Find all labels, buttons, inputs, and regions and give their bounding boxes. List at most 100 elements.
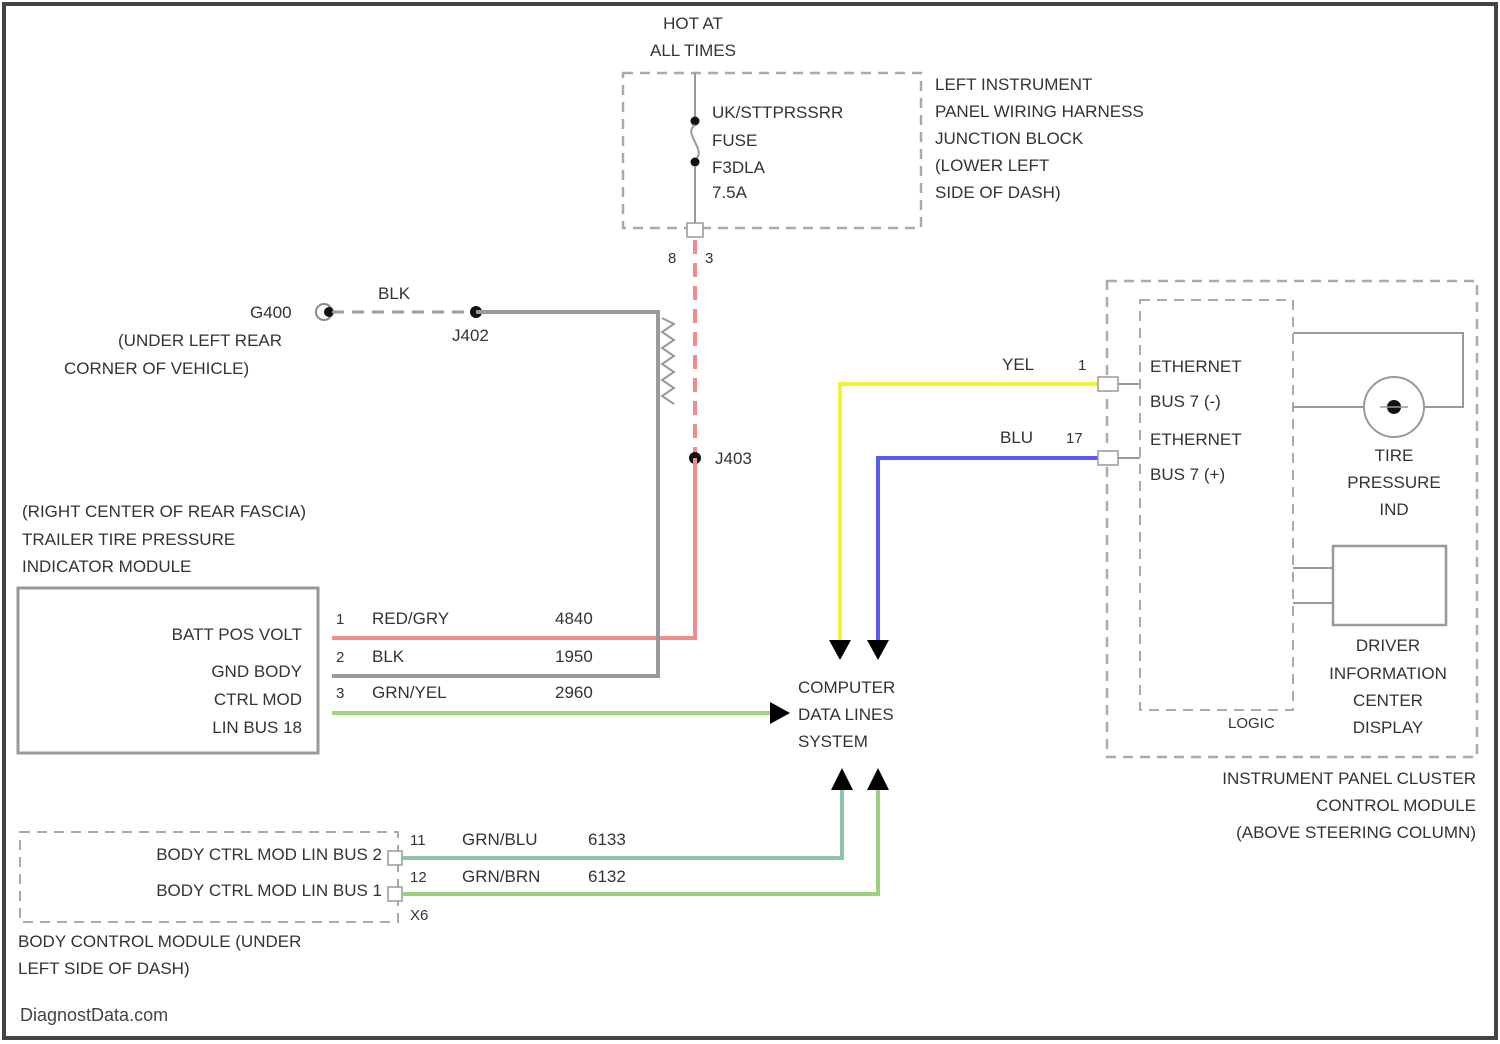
svg-text:BODY CONTROL MODULE (UNDER: BODY CONTROL MODULE (UNDER bbox=[18, 932, 301, 951]
svg-text:CTRL MOD: CTRL MOD bbox=[214, 690, 302, 709]
svg-text:1950: 1950 bbox=[555, 647, 593, 666]
svg-text:SIDE OF DASH): SIDE OF DASH) bbox=[935, 183, 1061, 202]
svg-text:ETHERNET: ETHERNET bbox=[1150, 357, 1242, 376]
svg-text:3: 3 bbox=[336, 685, 344, 702]
svg-text:2: 2 bbox=[336, 649, 344, 666]
svg-text:BUS 7 (+): BUS 7 (+) bbox=[1150, 465, 1225, 484]
arrow-yel bbox=[829, 640, 851, 660]
trailer-pin-numbers: 1 2 3 bbox=[336, 611, 344, 702]
svg-text:LIN BUS 18: LIN BUS 18 bbox=[212, 718, 302, 737]
svg-text:HOT AT: HOT AT bbox=[663, 14, 723, 33]
svg-text:INSTRUMENT PANEL CLUSTER: INSTRUMENT PANEL CLUSTER bbox=[1222, 769, 1476, 788]
svg-text:(UNDER LEFT REAR: (UNDER LEFT REAR bbox=[118, 331, 282, 350]
svg-text:(LOWER LEFT: (LOWER LEFT bbox=[935, 156, 1049, 175]
dic-label: DRIVER INFORMATION CENTER DISPLAY bbox=[1329, 636, 1447, 737]
wire-yel-color: YEL bbox=[1002, 355, 1034, 374]
bcm-connector-pin-11 bbox=[388, 851, 402, 865]
svg-text:GRN/YEL: GRN/YEL bbox=[372, 683, 447, 702]
wire-blu bbox=[878, 458, 1098, 640]
svg-text:4840: 4840 bbox=[555, 609, 593, 628]
bcm-connector-id: X6 bbox=[410, 907, 428, 924]
hot-at-all-times-label: HOT AT ALL TIMES bbox=[650, 14, 736, 60]
svg-text:CORNER OF VEHICLE): CORNER OF VEHICLE) bbox=[64, 359, 249, 378]
svg-text:7.5A: 7.5A bbox=[712, 183, 748, 202]
trailer-module-label: (RIGHT CENTER OF REAR FASCIA) TRAILER TI… bbox=[22, 502, 306, 576]
wire-grn-blu-color: GRN/BLU bbox=[462, 830, 538, 849]
wire-grn-brn-color: GRN/BRN bbox=[462, 867, 540, 886]
bcm-pin-11: 11 bbox=[410, 832, 426, 849]
fuse-label: UK/STTPRSSRR FUSE F3DLA 7.5A bbox=[712, 103, 843, 202]
svg-text:DRIVER: DRIVER bbox=[1356, 636, 1420, 655]
splice-j402-label: J402 bbox=[452, 326, 489, 345]
junction-connector bbox=[687, 223, 703, 237]
svg-text:BODY CTRL MOD LIN BUS 1: BODY CTRL MOD LIN BUS 1 bbox=[156, 881, 382, 900]
arrow-blu bbox=[867, 640, 889, 660]
ground-label: G400 bbox=[250, 303, 292, 322]
arrow-grn-blu bbox=[831, 768, 853, 790]
svg-text:F3DLA: F3DLA bbox=[712, 158, 766, 177]
svg-text:(ABOVE STEERING COLUMN): (ABOVE STEERING COLUMN) bbox=[1236, 823, 1476, 842]
watermark: DiagnostData.com bbox=[20, 1005, 168, 1025]
svg-text:ETHERNET: ETHERNET bbox=[1150, 430, 1242, 449]
svg-text:PRESSURE: PRESSURE bbox=[1347, 473, 1441, 492]
svg-text:INFORMATION: INFORMATION bbox=[1329, 664, 1447, 683]
svg-text:RED/GRY: RED/GRY bbox=[372, 609, 449, 628]
svg-text:(RIGHT CENTER OF REAR FASCIA): (RIGHT CENTER OF REAR FASCIA) bbox=[22, 502, 306, 521]
trailer-circuit-numbers: 4840 1950 2960 bbox=[555, 609, 593, 702]
svg-text:1: 1 bbox=[336, 611, 344, 628]
arrow-grn-yel bbox=[770, 702, 790, 724]
connector-pin-left: 8 bbox=[668, 250, 676, 267]
ethernet-labels: ETHERNET BUS 7 (-) ETHERNET BUS 7 (+) bbox=[1150, 357, 1242, 484]
svg-text:CONTROL MODULE: CONTROL MODULE bbox=[1316, 796, 1476, 815]
bcm-pin-labels: BODY CTRL MOD LIN BUS 2 BODY CTRL MOD LI… bbox=[156, 845, 382, 900]
connector-pin-right: 3 bbox=[705, 250, 713, 267]
tire-indicator-lamp bbox=[1364, 377, 1424, 437]
wire-blu-color: BLU bbox=[1000, 428, 1033, 447]
svg-text:COMPUTER: COMPUTER bbox=[798, 678, 895, 697]
svg-text:LEFT INSTRUMENT: LEFT INSTRUMENT bbox=[935, 75, 1092, 94]
svg-text:PANEL WIRING HARNESS: PANEL WIRING HARNESS bbox=[935, 102, 1144, 121]
ipc-connector-pin-17 bbox=[1098, 451, 1118, 465]
splice-j403-label: J403 bbox=[715, 449, 752, 468]
dic-display-box bbox=[1333, 546, 1446, 625]
computer-data-lines-label: COMPUTER DATA LINES SYSTEM bbox=[798, 678, 895, 751]
bcm-pin-12: 12 bbox=[410, 869, 427, 886]
svg-text:BATT POS VOLT: BATT POS VOLT bbox=[172, 625, 302, 644]
svg-text:2960: 2960 bbox=[555, 683, 593, 702]
logic-label: LOGIC bbox=[1228, 715, 1275, 732]
svg-text:LEFT SIDE OF DASH): LEFT SIDE OF DASH) bbox=[18, 959, 190, 978]
wire-grn-blu-circuit: 6133 bbox=[588, 830, 626, 849]
wire-yel-pin: 1 bbox=[1078, 357, 1086, 374]
svg-text:TIRE: TIRE bbox=[1375, 446, 1414, 465]
arrow-grn-brn bbox=[867, 768, 889, 790]
svg-text:BODY CTRL MOD LIN BUS 2: BODY CTRL MOD LIN BUS 2 bbox=[156, 845, 382, 864]
tire-indicator-label: TIRE PRESSURE IND bbox=[1347, 446, 1441, 519]
svg-text:CENTER: CENTER bbox=[1353, 691, 1423, 710]
svg-text:DISPLAY: DISPLAY bbox=[1353, 718, 1424, 737]
svg-text:INDICATOR MODULE: INDICATOR MODULE bbox=[22, 557, 191, 576]
ipc-label: INSTRUMENT PANEL CLUSTER CONTROL MODULE … bbox=[1222, 769, 1476, 842]
wire-blu-pin: 17 bbox=[1066, 430, 1083, 447]
bcm-connector-pin-12 bbox=[388, 887, 402, 901]
junction-block-outline bbox=[623, 73, 921, 228]
trailer-wire-colors: RED/GRY BLK GRN/YEL bbox=[372, 609, 449, 702]
svg-text:UK/STTPRSSRR: UK/STTPRSSRR bbox=[712, 103, 843, 122]
junction-block-label: LEFT INSTRUMENT PANEL WIRING HARNESS JUN… bbox=[935, 75, 1144, 202]
svg-text:SYSTEM: SYSTEM bbox=[798, 732, 868, 751]
ipc-connector-pin-1 bbox=[1098, 377, 1118, 391]
svg-text:GND BODY: GND BODY bbox=[211, 662, 302, 681]
ground-location-label: (UNDER LEFT REAR CORNER OF VEHICLE) bbox=[64, 331, 282, 378]
bcm-label: BODY CONTROL MODULE (UNDER LEFT SIDE OF … bbox=[18, 932, 301, 978]
ground-g400: G400 bbox=[250, 303, 334, 322]
svg-text:FUSE: FUSE bbox=[712, 131, 757, 150]
wire-shield-symbol bbox=[662, 318, 674, 404]
svg-text:ALL TIMES: ALL TIMES bbox=[650, 41, 736, 60]
fuse-symbol bbox=[691, 73, 700, 228]
svg-text:DATA LINES: DATA LINES bbox=[798, 705, 894, 724]
svg-text:TRAILER TIRE PRESSURE: TRAILER TIRE PRESSURE bbox=[22, 530, 235, 549]
svg-text:BLK: BLK bbox=[372, 647, 405, 666]
wire-grn-brn-circuit: 6132 bbox=[588, 867, 626, 886]
svg-text:BUS 7 (-): BUS 7 (-) bbox=[1150, 392, 1221, 411]
svg-text:IND: IND bbox=[1379, 500, 1408, 519]
